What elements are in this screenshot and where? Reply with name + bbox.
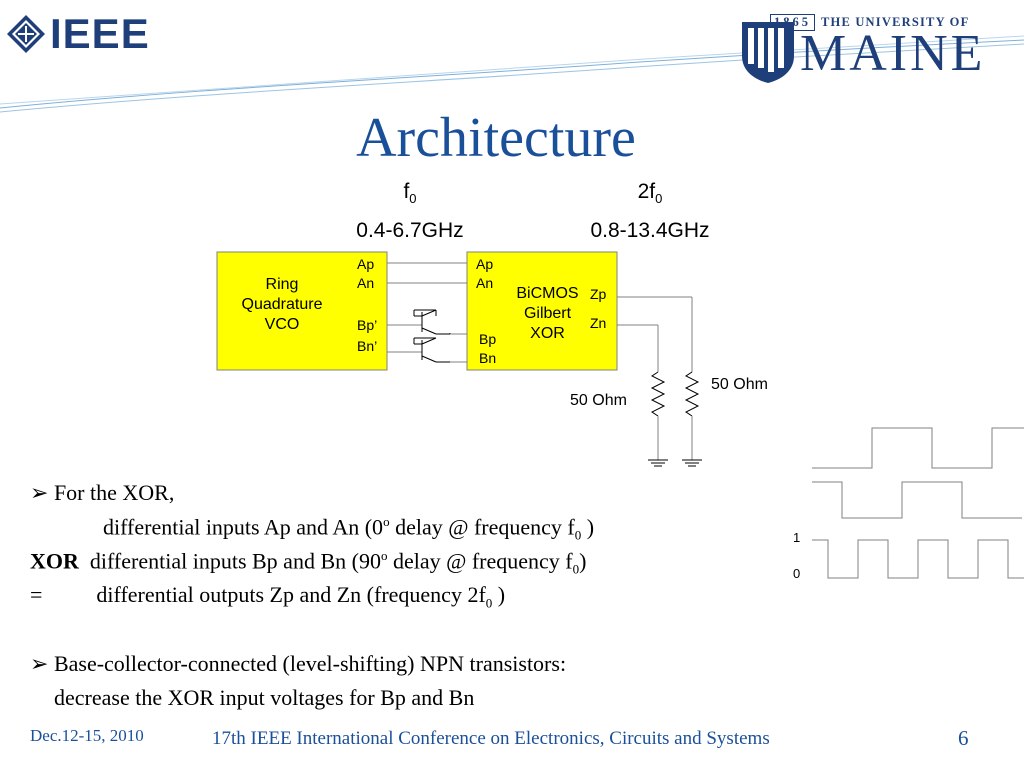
bullet-transistors-cont: decrease the XOR input voltages for Bp a… [54,685,475,710]
bullet-transistors: ➢ Base-collector-connected (level-shifti… [30,651,567,676]
footer-conference: 17th IEEE International Conference on El… [212,728,770,749]
footer-page-number: 6 [958,726,969,750]
xor-pin-zn: Zn [590,315,607,331]
freq-left-range: 0.4-6.7GHz [356,219,464,242]
xor-block [466,251,618,371]
xor-pin-an: An [476,275,494,291]
vco-pin-bp: Bp’ [357,317,378,333]
vco-label: Ring Quadrature VCO [241,276,323,333]
npn-transistor-bp [413,309,451,335]
line-bp-bn: XOR differential inputs Bp and Bn (90o d… [30,548,587,577]
wave-level-one: 1 [793,530,801,545]
arrow-bullet-icon: ➢ [30,651,49,676]
slide-title: Architecture [356,107,636,169]
ieee-logo-text: IEEE [50,10,150,57]
npn-transistor-bn [413,337,450,363]
bullet-xor: ➢ For the XOR, [30,480,175,505]
maine-logo-university: THE UNIVERSITY OF [821,15,970,29]
xor-label: BiCMOS Gilbert XOR [516,285,579,342]
xor-pin-ap: Ap [476,256,494,272]
xor-pin-zp: Zp [590,286,607,302]
vco-block [216,251,388,371]
wave-level-zero: 0 [793,566,801,581]
maine-shield-icon [742,22,794,83]
vco-pin-bn: Bn’ [357,338,378,354]
line-ap-an: differential inputs Ap and An (0o delay … [103,514,595,543]
line-zp-zn: =differential outputs Zp and Zn (frequen… [30,582,506,611]
freq-right-range: 0.8-13.4GHz [590,219,710,242]
resistor-right-label: 50 Ohm [711,376,768,393]
university-of-maine-logo: 1865THE UNIVERSITY OF MAINE [740,14,995,86]
resistor-left-label: 50 Ohm [570,392,627,409]
waveforms [812,427,1024,579]
freq-left-label: f0 [403,180,417,207]
arrow-bullet-icon: ➢ [30,480,49,505]
vco-pin-ap: Ap [357,256,375,272]
ieee-diamond-icon [7,15,45,53]
resistor-right [684,371,700,417]
xor-pin-bn: Bn [479,350,497,366]
resistor-left [650,371,666,417]
xor-pin-bp: Bp [479,331,497,347]
vco-pin-an: An [357,275,375,291]
header-swoosh [0,35,1024,113]
ieee-logo: IEEE [6,10,166,57]
maine-logo-name: MAINE [800,25,986,82]
footer-date: Dec.12-15, 2010 [30,726,144,745]
freq-right-label: 2f0 [637,180,663,207]
